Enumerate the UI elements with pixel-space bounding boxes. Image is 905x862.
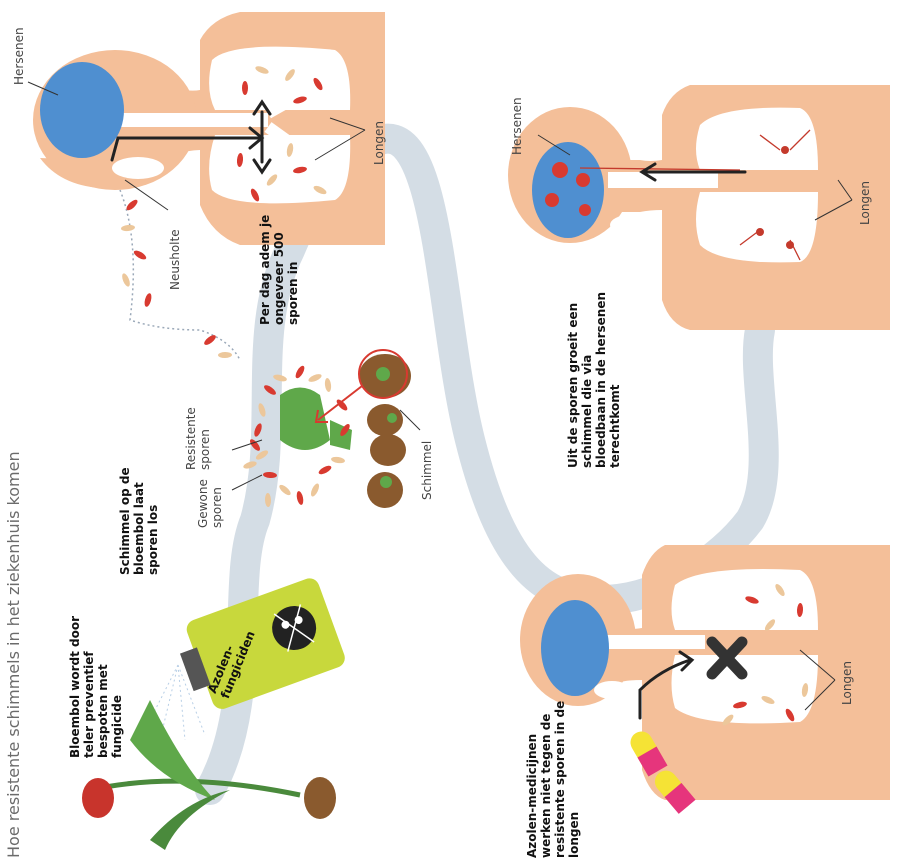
step-grows-text: Uit de sporen groeit een schimmel die vi… [566,283,623,468]
spore-dot [218,352,232,358]
spore-dot [307,373,322,384]
spore-dot [324,378,332,393]
body-figure-1 [33,12,385,245]
spore-dot [121,224,136,231]
spore-dot [203,333,218,346]
step-bulb-text: Bloembol wordt door teler preventief bes… [68,608,125,758]
bulb-mold-label: Schimmel [420,441,434,500]
brain-label-2: Hersenen [510,97,524,155]
spore-dot [278,483,293,497]
step-mold-text: Schimmel op de bloembol laat sporen los [118,440,160,575]
spray-can [171,576,348,717]
step-breathe-text: Per dag adem je ongeveer 500 sporen in [258,200,300,325]
brain-2 [532,142,604,238]
spore-dot [296,491,305,506]
spore-dot [294,364,306,379]
nasal-cavity-label: Neusholte [168,229,182,290]
lungs-label-3: Longen [840,661,854,705]
resistant-spores-label: Resistente sporen [184,380,213,470]
brain-3 [541,600,609,696]
lungs-label-2: Longen [858,181,872,225]
step-medicine-text: Azolen-medicijnen werken niet tegen de r… [525,688,582,858]
spore-dot [132,249,147,261]
spore-dot [317,464,332,476]
brain-1 [40,62,124,158]
lungs-label-1: Longen [372,121,386,165]
spore-dot [121,272,132,287]
spore-dot [331,456,346,464]
spore-dot [309,482,320,497]
spore-dot [242,81,248,95]
caption: Hoe resistente schimmels in het ziekenhu… [4,451,23,858]
brain-label-1: Hersenen [12,27,26,85]
spore-dot [143,292,152,307]
